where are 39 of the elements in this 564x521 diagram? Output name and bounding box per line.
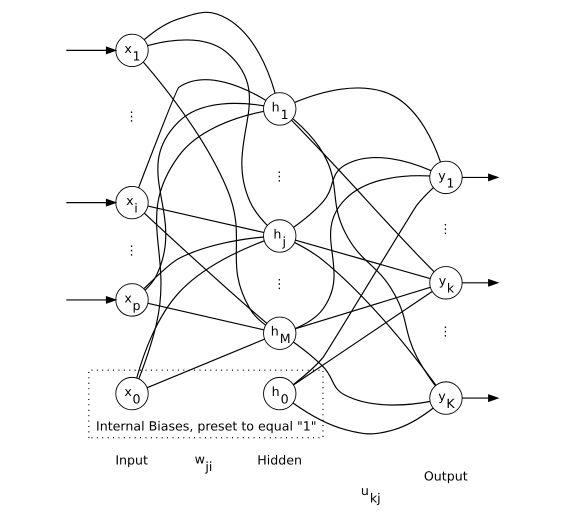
arrow	[66, 46, 118, 54]
label: ⋮	[125, 108, 138, 124]
label: ⋮	[272, 168, 286, 184]
connector	[136, 240, 264, 378]
connector	[148, 302, 264, 330]
connector	[148, 39, 268, 226]
label: ⋮	[439, 220, 452, 236]
label: Output	[424, 468, 468, 484]
connector	[138, 110, 264, 379]
label: ⋮	[439, 324, 452, 339]
connector	[144, 12, 276, 94]
arrow	[462, 278, 500, 287]
connector	[144, 212, 268, 324]
connector	[295, 286, 430, 330]
connector	[293, 342, 430, 406]
connector	[291, 120, 434, 272]
arrow	[66, 198, 118, 207]
arrow	[66, 296, 118, 304]
connector	[295, 175, 430, 329]
connector	[294, 242, 436, 386]
connector	[295, 240, 430, 280]
connector	[144, 236, 264, 289]
label: Input	[115, 452, 148, 468]
connector	[148, 206, 264, 234]
label: ⋮	[125, 242, 138, 258]
connector	[292, 118, 436, 386]
connector	[144, 102, 264, 291]
connector	[142, 62, 266, 326]
connector	[293, 187, 434, 385]
connector	[293, 290, 433, 386]
label: Hidden	[257, 452, 302, 468]
connector	[146, 338, 265, 388]
connector	[294, 156, 432, 228]
arrow	[462, 173, 500, 182]
connector	[292, 402, 434, 434]
arrow	[462, 394, 500, 402]
connector	[294, 87, 442, 162]
connector	[138, 79, 266, 188]
label: ⋮	[272, 276, 286, 291]
